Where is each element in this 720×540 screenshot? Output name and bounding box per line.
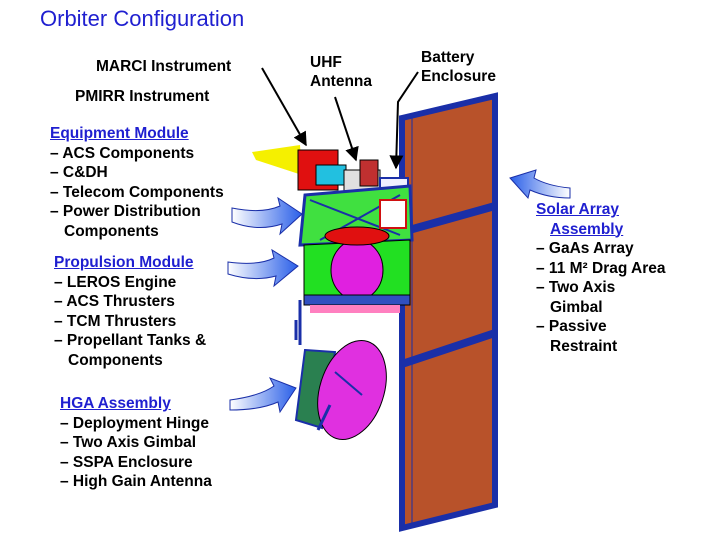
list-item: – Telecom Components [50,183,224,201]
marci-instrument-label: MARCI Instrument [96,58,232,75]
hga-assembly-heading: HGA Assembly [60,395,171,412]
equipment-module-section: Equipment Module – ACS Components – C&DH… [50,124,224,241]
propulsion-arrow [227,248,299,288]
propulsion-module-section: Propulsion Module – LEROS Engine – ACS T… [54,253,206,370]
list-item: – SSPA Enclosure [60,453,193,471]
list-item: – Passive [536,318,607,335]
list-item: Components [64,222,159,240]
uhf-leader [334,96,359,162]
battery-enclosure-label: Battery Enclosure [421,48,496,86]
list-item: – Two Axis [536,279,616,296]
hga-assembly [294,339,387,441]
uhf-antenna-label: UHF Antenna [310,53,372,91]
marci-leader [261,67,307,147]
uhf-antenna-label-line1: UHF [310,54,342,71]
high-gain-antenna [317,339,387,441]
equipment-arrow [231,196,303,236]
battery-leader [389,71,419,170]
list-item: – GaAs Array [536,240,634,257]
equipment-module-heading: Equipment Module [50,125,189,142]
solar-array-section: Solar Array Assembly – GaAs Array – 11 M… [536,200,666,356]
solar-array [399,92,498,532]
list-item: Restraint [550,337,618,355]
battery-enclosure-label-line2: Enclosure [421,68,496,85]
page-title: Orbiter Configuration [40,6,245,31]
list-item: Components [68,351,163,369]
pmirr-instrument-label: PMIRR Instrument [75,88,210,105]
solar-array-heading-line2: Assembly [550,220,624,238]
list-item: – C&DH [50,164,108,181]
propellant-tank [330,239,384,301]
solar-array-heading-line1: Solar Array [536,201,619,218]
hga-assembly-section: HGA Assembly – Deployment Hinge – Two Ax… [60,394,212,492]
battery-enclosure-label-line1: Battery [421,49,475,66]
list-item: – Deployment Hinge [60,414,209,432]
list-item: – 11 M² Drag Area [536,259,666,277]
list-item: – Power Distribution [50,203,201,220]
solar-array-arrow [509,169,571,200]
marci-beam [252,145,302,175]
list-item: – Two Axis Gimbal [60,434,197,451]
list-item: – LEROS Engine [54,273,177,291]
propulsion-module-heading: Propulsion Module [54,254,194,271]
hga-arrow [229,377,297,414]
list-item: – Propellant Tanks & [54,332,207,349]
list-item: – High Gain Antenna [60,473,212,490]
list-item: – TCM Thrusters [54,312,177,330]
uhf-antenna-label-line2: Antenna [310,73,372,90]
list-item: – ACS Thrusters [54,293,175,310]
spacecraft-bus [294,149,414,345]
list-item: – ACS Components [50,144,195,162]
list-item: Gimbal [550,298,603,316]
